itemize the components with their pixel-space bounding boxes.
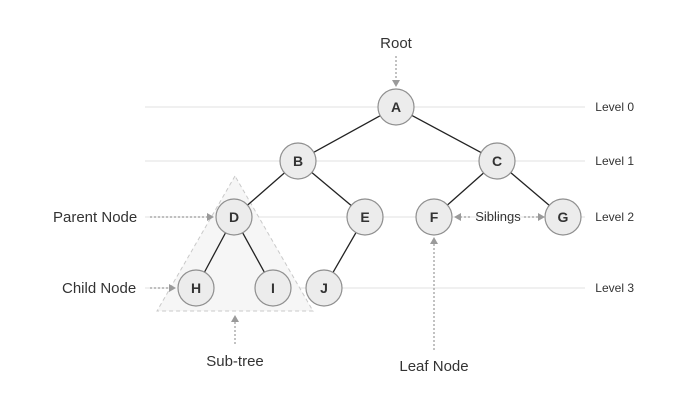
node-label-f: F — [430, 209, 439, 225]
node-label-c: C — [492, 153, 502, 169]
level-label-3: Level 3 — [595, 281, 634, 295]
node-circle-i — [254, 269, 292, 307]
node-circle-a — [377, 88, 415, 126]
node-circle-c — [478, 142, 516, 180]
node-label-a: A — [391, 99, 401, 115]
node-e: E — [346, 198, 384, 236]
node-circle-h — [177, 269, 215, 307]
edge-B-D — [247, 172, 285, 206]
node-circle-j — [305, 269, 343, 307]
node-circle-f — [415, 198, 453, 236]
node-a: A — [377, 88, 415, 126]
parent-node-arrowhead — [207, 213, 214, 221]
node-b: B — [279, 142, 317, 180]
node-label-d: D — [229, 209, 239, 225]
level-label-2: Level 2 — [595, 210, 634, 224]
tree-nodes: A B C D E F G H I J — [177, 88, 582, 307]
tree-edges — [203, 114, 550, 273]
siblings-arrowhead-left — [454, 213, 461, 221]
edge-E-J — [332, 232, 357, 273]
node-label-e: E — [360, 209, 369, 225]
edge-B-E — [311, 172, 352, 206]
node-circle-d — [215, 198, 253, 236]
node-circle-b — [279, 142, 317, 180]
siblings-arrowhead-right — [538, 213, 545, 221]
node-d: D — [215, 198, 253, 236]
node-h: H — [177, 269, 215, 307]
node-label-j: J — [320, 280, 328, 296]
node-j: J — [305, 269, 343, 307]
child-node-arrowhead — [169, 284, 176, 292]
node-label-i: I — [271, 280, 275, 296]
level-label-1: Level 1 — [595, 154, 634, 168]
sub-tree-arrowhead — [231, 315, 239, 322]
node-label-h: H — [191, 280, 201, 296]
leaf-node-annotation: Leaf Node — [399, 358, 468, 375]
edge-A-C — [411, 114, 482, 154]
node-label-b: B — [293, 153, 303, 169]
edge-C-G — [510, 172, 550, 206]
edge-A-B — [313, 115, 381, 153]
root-arrowhead — [392, 80, 400, 87]
sub-tree-annotation: Sub-tree — [206, 353, 264, 370]
node-f: F — [415, 198, 453, 236]
level-label-0: Level 0 — [595, 100, 634, 114]
node-c: C — [478, 142, 516, 180]
node-i: I — [254, 269, 292, 307]
node-label-g: G — [558, 209, 569, 225]
node-circle-e — [346, 198, 384, 236]
child-node-annotation: Child Node — [62, 280, 136, 297]
root-annotation: Root — [380, 35, 413, 52]
edge-D-I — [242, 232, 265, 273]
leaf-node-arrowhead — [430, 237, 438, 244]
siblings-annotation: Siblings — [475, 209, 521, 224]
node-g: G — [544, 198, 582, 236]
parent-node-annotation: Parent Node — [53, 209, 137, 226]
edge-D-H — [203, 232, 227, 273]
edge-C-F — [447, 172, 484, 206]
